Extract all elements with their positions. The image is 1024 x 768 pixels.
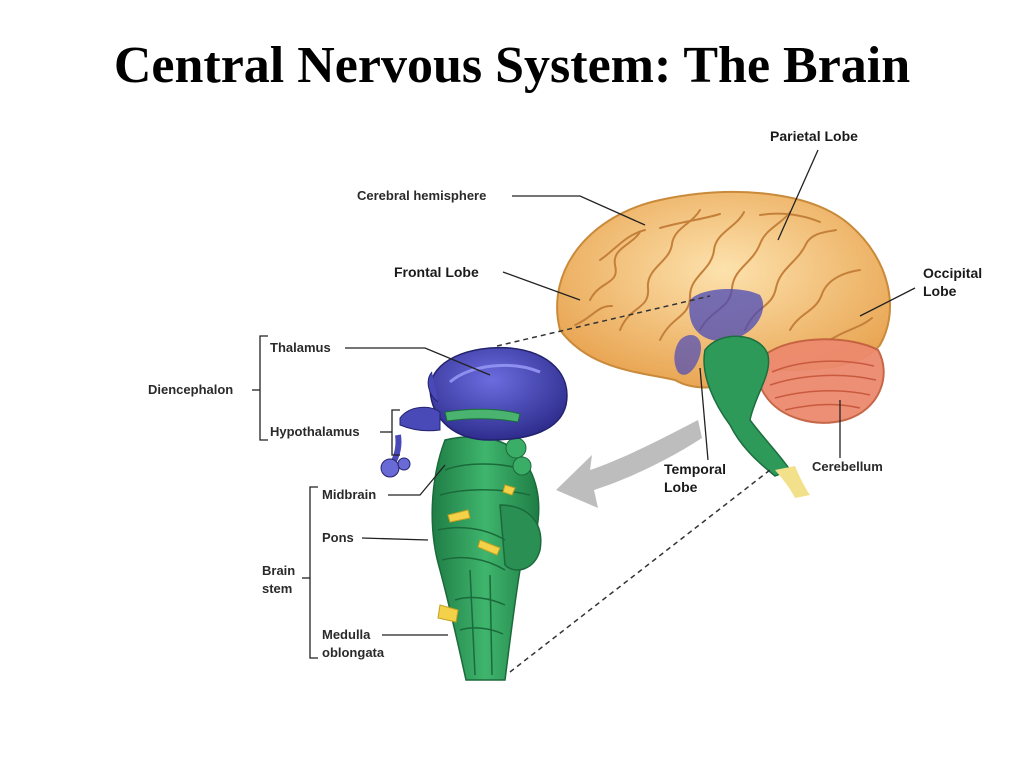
- spinal-cord: [775, 466, 810, 498]
- cerebrum-hypothalamus-overlay: [674, 335, 701, 375]
- label-medulla-line2: oblongata: [322, 645, 385, 660]
- label-temporal-line1: Temporal: [664, 461, 726, 477]
- label-pons: Pons: [322, 530, 354, 545]
- zoom-guide-lines: [496, 295, 771, 673]
- label-brain-stem: Brain stem: [262, 562, 295, 598]
- label-temporal-lobe: Temporal Lobe: [664, 460, 726, 496]
- zoom-arrow: [556, 420, 702, 508]
- label-medulla-oblongata: Medulla oblongata: [322, 626, 384, 662]
- cerebrum-brainstem: [703, 335, 792, 477]
- cerebrum-thalamus-overlay: [689, 288, 764, 341]
- label-medulla-line1: Medulla: [322, 627, 371, 642]
- label-midbrain: Midbrain: [322, 487, 377, 502]
- label-cerebral-hemisphere: Cerebral hemisphere: [357, 188, 487, 203]
- label-diencephalon: Diencephalon: [148, 382, 234, 397]
- label-occipital-line2: Lobe: [923, 283, 957, 299]
- cerebellum-shape: [756, 338, 885, 424]
- label-hypothalamus: Hypothalamus: [270, 424, 360, 439]
- label-brainstem-line1: Brain: [262, 563, 296, 578]
- label-brainstem-line2: stem: [262, 581, 293, 596]
- label-temporal-line2: Lobe: [664, 479, 698, 495]
- leader-lines: [252, 149, 916, 659]
- label-thalamus: Thalamus: [270, 340, 331, 355]
- brainstem-enlarged: [431, 436, 542, 681]
- label-parietal-lobe: Parietal Lobe: [770, 128, 858, 144]
- page-title: Central Nervous System: The Brain: [113, 37, 911, 94]
- thalamus-enlarged: [380, 346, 568, 478]
- label-occipital-line1: Occipital: [923, 265, 983, 281]
- label-frontal-lobe: Frontal Lobe: [394, 264, 479, 280]
- label-occipital-lobe: Occipital Lobe: [923, 264, 982, 300]
- label-cerebellum: Cerebellum: [812, 459, 883, 474]
